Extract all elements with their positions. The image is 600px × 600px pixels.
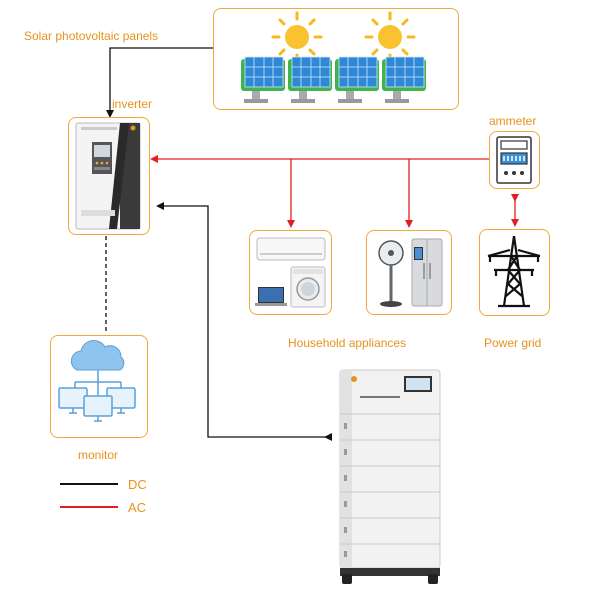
legend-ac-label: AC (128, 500, 147, 515)
solar-panel-4 (382, 56, 426, 103)
monitor-label: monitor (78, 448, 119, 462)
solar-panel-3 (335, 56, 379, 103)
power-grid-box (479, 229, 550, 316)
household-appliances-label: Household appliances (288, 336, 407, 350)
ammeter-box (489, 131, 540, 189)
solar-to-inverter-wire (106, 47, 215, 118)
air-conditioner-washer-laptop-icon (255, 237, 326, 308)
sun-icon (271, 11, 323, 63)
solar-panel-2 (288, 56, 332, 103)
solar-panels-label: Solar photovoltaic panels (24, 29, 159, 43)
cloud-network-monitors-icon (58, 340, 136, 422)
solar-panels-icon (241, 11, 426, 103)
electric-meter-icon (496, 136, 532, 184)
appliances-box-2 (366, 230, 452, 315)
legend-dc-label: DC (128, 477, 147, 492)
inverter-unit-icon (75, 122, 141, 230)
sun-icon (364, 11, 416, 63)
stacked-battery-cabinet-icon (339, 369, 441, 584)
battery-to-inverter-wire (156, 202, 332, 441)
monitor-box (50, 335, 148, 438)
power-grid-label: Power grid (484, 336, 542, 350)
fan-refrigerator-icon (378, 238, 443, 307)
ammeter-label: ammeter (489, 114, 537, 128)
transmission-tower-icon (487, 235, 541, 308)
solar-panels-box (213, 8, 459, 110)
inverter-label: inverter (112, 97, 153, 111)
solar-panel-1 (241, 56, 285, 103)
appliances-box-1 (249, 230, 332, 315)
inverter-box (68, 117, 150, 235)
